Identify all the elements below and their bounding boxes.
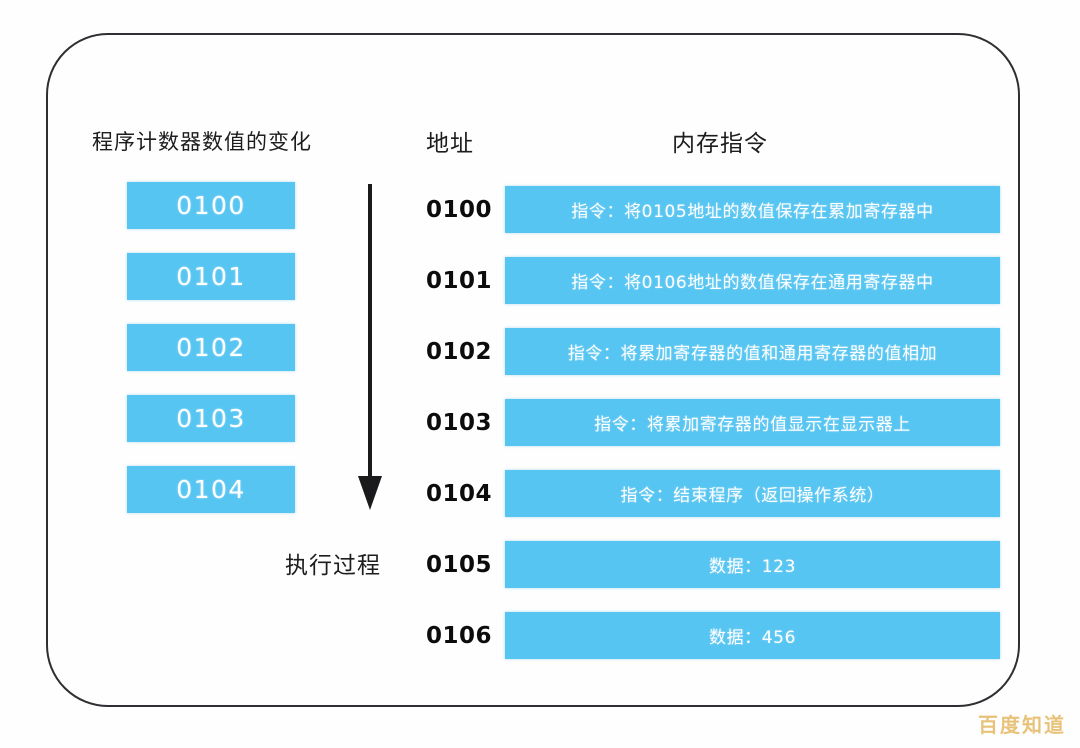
memory-data-text: 数据：456 <box>708 628 797 648</box>
memory-data-bar: 数据：123 <box>505 541 1000 588</box>
program-counter-value: 0104 <box>176 475 246 504</box>
down-arrow-icon <box>358 184 382 510</box>
program-counter-value: 0102 <box>176 333 246 362</box>
watermark: 百度知道 <box>978 713 1066 737</box>
memory-instruction-text: 指令：结束程序（返回操作系统） <box>620 486 885 506</box>
process-label: 执行过程 <box>285 553 381 579</box>
program-counter-value: 0100 <box>176 191 246 220</box>
program-counter-box: 0101 <box>127 253 295 300</box>
memory-address: 0105 <box>426 551 493 578</box>
memory-instruction-bar: 指令：将0105地址的数值保存在累加寄存器中 <box>505 186 1000 233</box>
memory-instruction-text: 指令：将累加寄存器的值显示在显示器上 <box>594 415 911 435</box>
table-row: 0105 数据：123 <box>426 541 1000 588</box>
memory-data-bar: 数据：456 <box>505 612 1000 659</box>
memory-address: 0101 <box>426 267 493 294</box>
table-row: 0100 指令：将0105地址的数值保存在累加寄存器中 <box>426 186 1000 233</box>
memory-address: 0100 <box>426 196 493 223</box>
memory-address: 0103 <box>426 409 493 436</box>
memory-address: 0104 <box>426 480 493 507</box>
column-header-address: 地址 <box>426 131 474 157</box>
table-row: 0102 指令：将累加寄存器的值和通用寄存器的值相加 <box>426 328 1000 375</box>
program-counter-column: 0100 0101 0102 0103 0104 <box>127 182 295 537</box>
column-header-memory-instruction: 内存指令 <box>672 131 768 157</box>
program-counter-box: 0103 <box>127 395 295 442</box>
program-counter-box: 0102 <box>127 324 295 371</box>
memory-instruction-bar: 指令：将0106地址的数值保存在通用寄存器中 <box>505 257 1000 304</box>
program-counter-box: 0104 <box>127 466 295 513</box>
table-row: 0103 指令：将累加寄存器的值显示在显示器上 <box>426 399 1000 446</box>
memory-instruction-bar: 指令：将累加寄存器的值和通用寄存器的值相加 <box>505 328 1000 375</box>
memory-instruction-bar: 指令：将累加寄存器的值显示在显示器上 <box>505 399 1000 446</box>
memory-instruction-text: 指令：将0106地址的数值保存在通用寄存器中 <box>571 273 934 293</box>
memory-instruction-bar: 指令：结束程序（返回操作系统） <box>505 470 1000 517</box>
memory-instruction-text: 指令：将0105地址的数值保存在累加寄存器中 <box>571 202 934 222</box>
memory-address: 0106 <box>426 622 493 649</box>
program-counter-value: 0103 <box>176 404 246 433</box>
table-row: 0106 数据：456 <box>426 612 1000 659</box>
diagram-container <box>46 33 1020 707</box>
table-row: 0104 指令：结束程序（返回操作系统） <box>426 470 1000 517</box>
program-counter-value: 0101 <box>176 262 246 291</box>
table-row: 0101 指令：将0106地址的数值保存在通用寄存器中 <box>426 257 1000 304</box>
memory-data-text: 数据：123 <box>708 557 797 577</box>
column-header-program-counter: 程序计数器数值的变化 <box>92 130 312 154</box>
memory-table: 0100 指令：将0105地址的数值保存在累加寄存器中 0101 指令：将010… <box>426 186 1000 683</box>
memory-instruction-text: 指令：将累加寄存器的值和通用寄存器的值相加 <box>567 344 938 364</box>
program-counter-box: 0100 <box>127 182 295 229</box>
memory-address: 0102 <box>426 338 493 365</box>
